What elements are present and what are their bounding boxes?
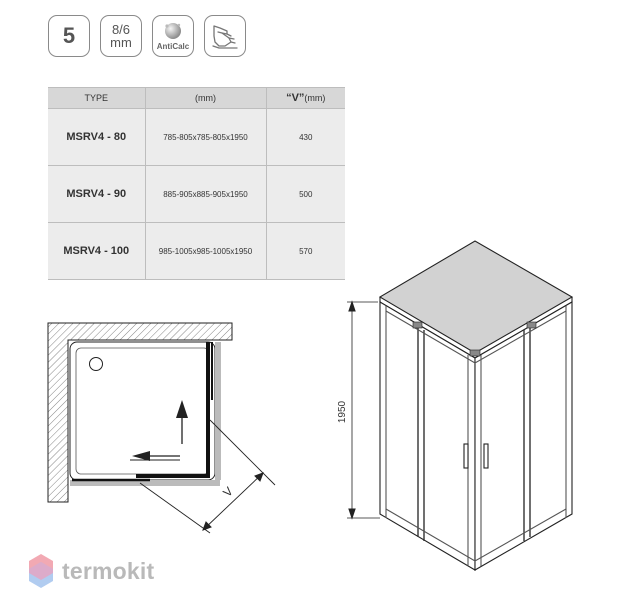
row-type: MSRV4 - 80 bbox=[48, 108, 146, 166]
brand-logo: termokit bbox=[28, 553, 154, 589]
shower-tray bbox=[69, 341, 216, 481]
header-type: TYPE bbox=[48, 87, 146, 109]
brand-hexagon-icon bbox=[29, 554, 53, 588]
table-row: MSRV4 - 90 885-905x885-905x1950 500 bbox=[48, 165, 345, 223]
door-handle-right bbox=[483, 443, 489, 469]
door-handle-left bbox=[463, 443, 469, 469]
row-dims: 985-1005x985-1005x1950 bbox=[145, 222, 267, 280]
anticalc-label: AntiCalc bbox=[156, 42, 190, 51]
row-v: 430 bbox=[266, 108, 345, 166]
glass-panel-right bbox=[136, 342, 210, 478]
table-header-row: TYPE (mm) “V”(mm) bbox=[48, 87, 345, 109]
hand-wipe-icon bbox=[212, 25, 238, 49]
row-dims: 885-905x885-905x1950 bbox=[145, 165, 267, 223]
row-dims: 785-805x785-805x1950 bbox=[145, 108, 267, 166]
mm-unit: mm bbox=[110, 35, 132, 50]
anticalc-badge: AntiCalc bbox=[152, 15, 194, 57]
header-v-label: “V” bbox=[286, 92, 305, 104]
row-v: 500 bbox=[266, 165, 345, 223]
header-v-unit: (mm) bbox=[304, 93, 326, 103]
glass-thickness-badge: 5 bbox=[48, 15, 90, 57]
row-type: MSRV4 - 100 bbox=[48, 222, 146, 280]
v-dimension-label: V bbox=[220, 484, 236, 500]
plan-view bbox=[47, 322, 276, 534]
row-v: 570 bbox=[266, 222, 345, 280]
header-dims: (mm) bbox=[145, 87, 267, 109]
glass-thickness-value: 5 bbox=[62, 23, 76, 48]
row-type: MSRV4 - 90 bbox=[48, 165, 146, 223]
drain-icon bbox=[89, 357, 103, 371]
easy-clean-badge bbox=[204, 15, 246, 57]
wall-hatch bbox=[47, 322, 233, 503]
brand-name: termokit bbox=[62, 557, 155, 584]
mm-value: 8/6 bbox=[111, 22, 131, 37]
glass-mm-badge: 8/6 mm bbox=[100, 15, 142, 57]
anticalc-drop-icon bbox=[165, 23, 181, 39]
spec-table: TYPE (mm) “V”(mm) MSRV4 - 80 785-805x785… bbox=[48, 87, 345, 280]
table-row: MSRV4 - 100 985-1005x985-1005x1950 570 bbox=[48, 222, 345, 280]
height-dimension-label: 1950 bbox=[337, 400, 348, 423]
enclosure-3d-view bbox=[347, 240, 574, 571]
header-v: “V”(mm) bbox=[266, 87, 345, 109]
table-row: MSRV4 - 80 785-805x785-805x1950 430 bbox=[48, 108, 345, 166]
